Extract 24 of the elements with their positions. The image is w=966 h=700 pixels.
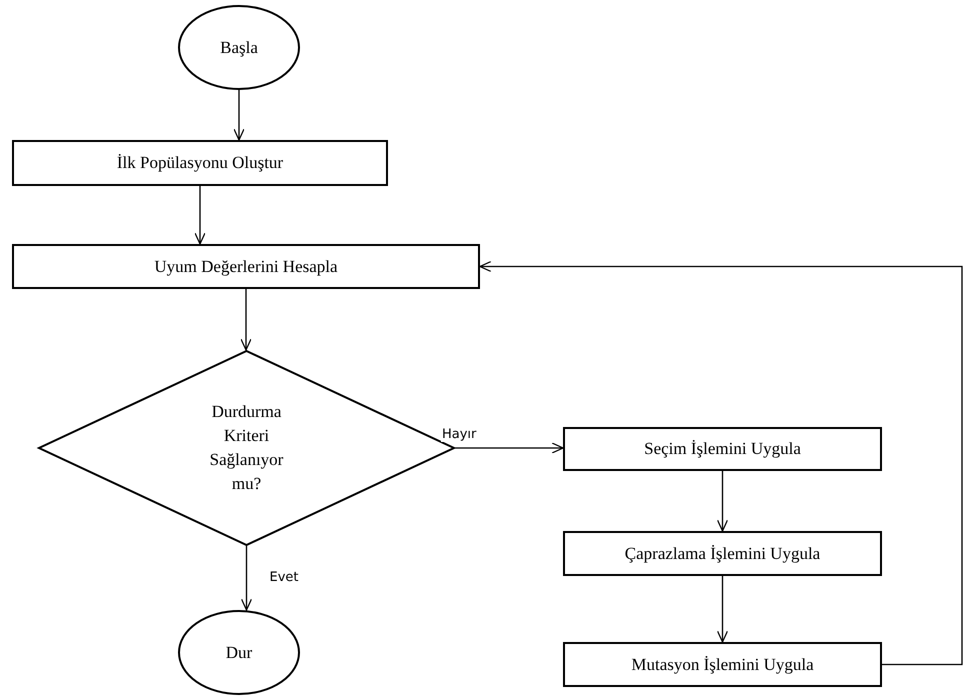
arrow <box>716 471 728 532</box>
process-box <box>12 244 480 289</box>
node-label: Mutasyon İşlemini Uygula <box>631 654 814 674</box>
terminal-ellipse <box>178 610 300 695</box>
process-box <box>12 140 388 186</box>
node-label: Seçim İşlemini Uygula <box>644 439 801 459</box>
process-box <box>563 531 882 576</box>
arrow <box>194 186 206 245</box>
process-box <box>563 427 882 471</box>
arrow <box>479 260 963 666</box>
node-label: Başla <box>220 38 258 58</box>
node-label: Çaprazlama İşlemini Uygula <box>624 544 820 564</box>
node-label: Uyum Değerlerini Hesapla <box>154 256 338 276</box>
arrow <box>716 576 728 643</box>
edge-label: Hayır <box>441 427 478 442</box>
process-box <box>563 642 882 687</box>
arrow <box>240 546 252 611</box>
node-label: Dur <box>226 642 252 662</box>
terminal-ellipse <box>178 5 300 90</box>
arrow <box>455 442 564 454</box>
node-label: İlk Popülasyonu Oluştur <box>116 153 284 173</box>
node-label: Durdurma Kriteri Sağlanıyor mu? <box>208 401 284 495</box>
arrow <box>240 289 252 351</box>
arrow <box>233 90 245 141</box>
